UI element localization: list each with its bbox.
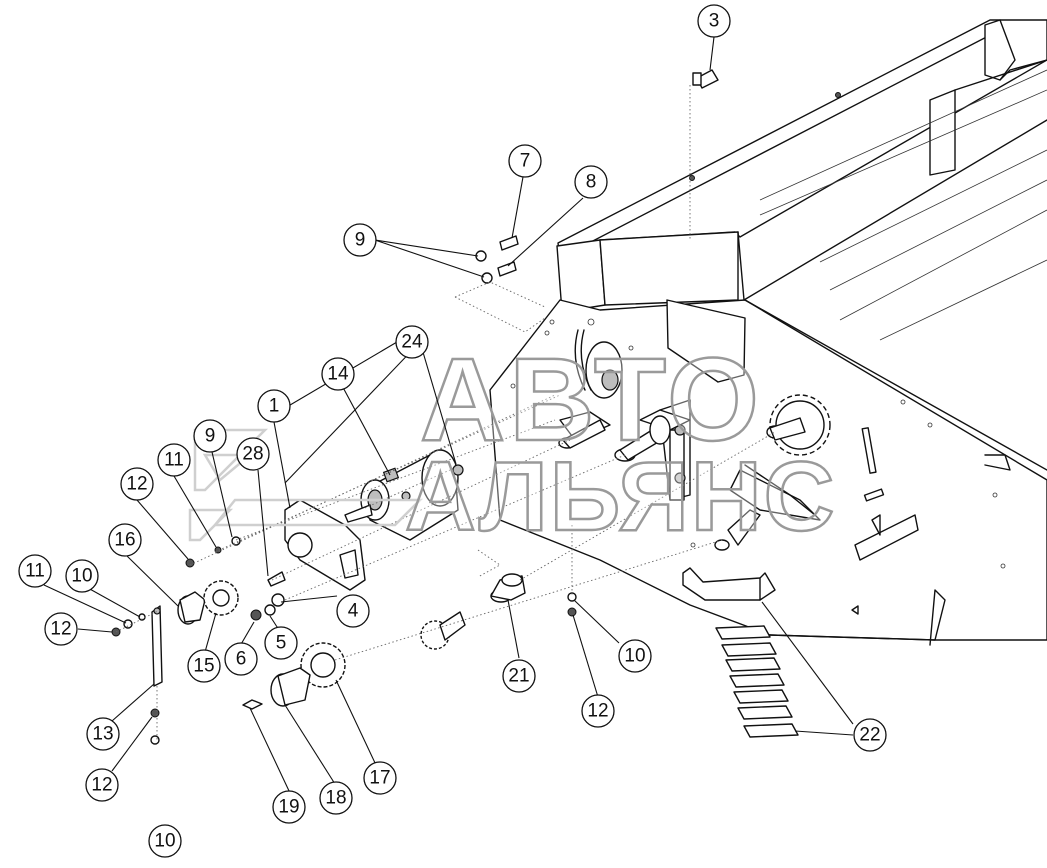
callout-12-label: 12 [126, 474, 147, 495]
callout-14-label: 14 [327, 364, 349, 385]
callout-17: 17 [363, 761, 397, 795]
callout-9-left-label: 9 [205, 426, 216, 447]
callout-3: 3 [697, 4, 731, 38]
callout-9-label: 9 [355, 230, 366, 251]
watermark: АВТО АЛЬЯНС [188, 333, 836, 552]
shim-plates [715, 625, 799, 738]
mount-plate-1 [284, 499, 366, 591]
callout-12-bottom: 12 [85, 768, 119, 802]
callout-12-center-label: 12 [587, 701, 608, 722]
callout-4: 4 [336, 594, 370, 628]
callout-9-left: 9 [193, 419, 227, 453]
callout-14: 14 [321, 357, 355, 391]
callout-12: 12 [120, 467, 154, 501]
watermark-line1: АВТО [420, 334, 763, 466]
callout-19: 19 [272, 790, 306, 824]
callout-7-label: 7 [520, 151, 531, 172]
callout-21-label: 21 [508, 666, 529, 687]
assembly-centerlines [115, 85, 776, 740]
callout-13: 13 [86, 717, 120, 751]
callout-12-bottom-label: 12 [91, 775, 112, 796]
callout-10-left: 10 [65, 559, 99, 593]
callout-11-left-label: 11 [25, 561, 45, 582]
callout-1: 1 [257, 389, 291, 423]
callout-5: 5 [264, 626, 298, 660]
callout-17-label: 17 [369, 768, 390, 789]
callout-16: 16 [108, 523, 142, 557]
callout-7: 7 [508, 144, 542, 178]
callout-10-center: 10 [618, 639, 652, 673]
bracket-22 [682, 567, 776, 601]
tensioner-assembly [558, 299, 919, 615]
callout-28: 28 [236, 437, 270, 471]
callout-10-center-label: 10 [624, 646, 645, 667]
callout-10-bottom: 10 [148, 824, 182, 858]
callout-22: 22 [853, 718, 887, 752]
callout-11-label: 11 [164, 450, 184, 471]
leader-lines [43, 36, 854, 794]
callout-24-label: 24 [401, 332, 423, 353]
callout-13-label: 13 [92, 724, 113, 745]
callout-8-label: 8 [586, 172, 597, 193]
callout-6: 6 [224, 642, 258, 676]
callout-24: 24 [395, 325, 429, 359]
callout-11-left: 11 [18, 554, 52, 588]
callout-3-label: 3 [709, 11, 720, 32]
callout-12-center: 12 [581, 694, 615, 728]
callout-4-label: 4 [348, 601, 359, 622]
callout-16-label: 16 [114, 530, 135, 551]
watermark-line2: АЛЬЯНС [405, 441, 836, 551]
callout-11: 11 [157, 443, 191, 477]
callout-12-left: 12 [44, 612, 78, 646]
main-frame [489, 19, 1047, 646]
callout-18: 18 [319, 781, 353, 815]
callout-18-label: 18 [325, 788, 346, 809]
callout-19-label: 19 [278, 797, 299, 818]
callout-15-label: 15 [193, 656, 214, 677]
callout-22-label: 22 [859, 725, 880, 746]
callout-9: 9 [343, 223, 377, 257]
frame-sprocket [766, 394, 831, 456]
callout-6-label: 6 [236, 649, 247, 670]
callout-12-left-label: 12 [50, 619, 71, 640]
callout-10-left-label: 10 [71, 566, 92, 587]
callout-1-label: 1 [269, 396, 280, 417]
callout-10-bottom-label: 10 [154, 831, 175, 852]
watermark-logo [188, 428, 424, 542]
callout-28-label: 28 [242, 444, 263, 465]
callout-21: 21 [502, 659, 536, 693]
callout-5-label: 5 [276, 633, 287, 654]
callout-8: 8 [574, 165, 608, 199]
callout-15: 15 [187, 649, 221, 683]
